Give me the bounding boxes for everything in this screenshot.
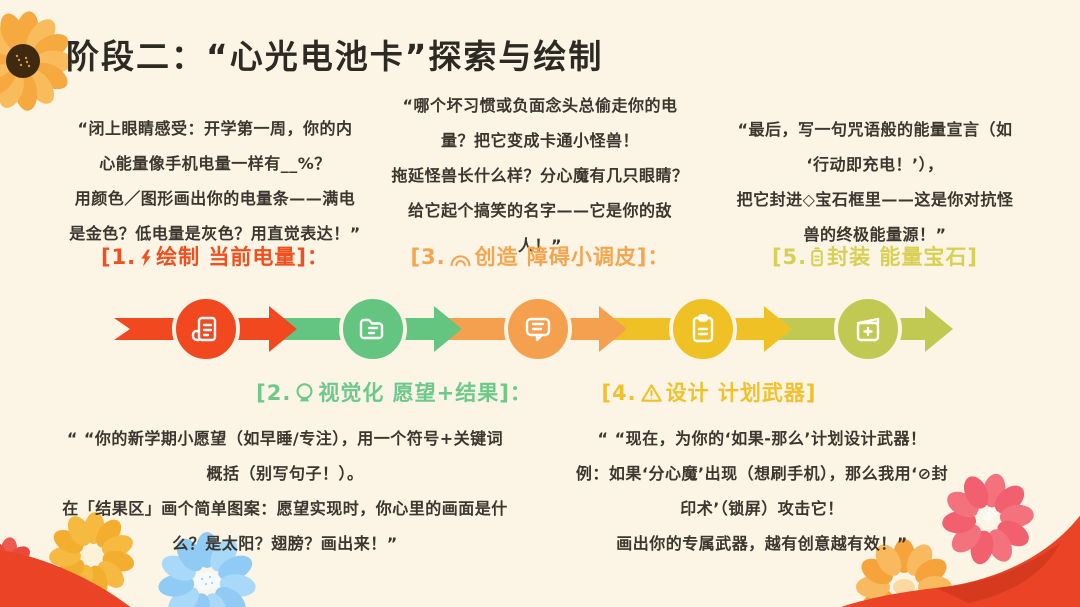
- step-5-label-text: 封装 能量宝石]: [827, 245, 979, 269]
- clipboard-icon: [692, 314, 714, 343]
- step-4-label-prefix: [4.: [601, 381, 637, 405]
- warning-icon: [640, 384, 662, 402]
- crystal-ball-icon: [296, 383, 313, 402]
- step-4-label: [4. 设计 计划武器]: [556, 377, 862, 407]
- step-1-description: “闭上眼睛感受：开学第一周，你的内 心能量像手机电量一样有__%？ 用颜色／图形…: [69, 119, 361, 243]
- rainbow-icon: [450, 255, 471, 267]
- process-flow: [114, 295, 953, 363]
- flower: [0, 11, 73, 111]
- chat-bubble-icon: [525, 317, 551, 342]
- step-4-description: “ “现在，为你的‘如果-那么’计划设计武器！ 例：如果‘分心魔’出现（想刷手机…: [575, 429, 949, 553]
- step-2-label-prefix: [2.: [256, 381, 292, 405]
- page-title: 阶段二：“心光电池卡”探索与绘制: [66, 37, 604, 76]
- step-5-description: “最后，写一句咒语般的能量宣言（如 ‘行动即充电！’）， 把它封进◇宝石框里——…: [736, 120, 1014, 244]
- sunflower-decoration: [0, 11, 73, 111]
- journal-icon: [191, 316, 217, 342]
- step-3-label: [3. 创造 障碍小调皮]：: [362, 241, 718, 271]
- step-1-label-text: 绘制 当前电量]：: [156, 245, 330, 269]
- step-3-label-prefix: [3.: [410, 245, 446, 269]
- card-plus-icon: [856, 317, 880, 342]
- step-5-label: [5. 封装 能量宝石]: [714, 241, 1036, 271]
- lightning-icon: [141, 249, 151, 267]
- step-2-description: “ “你的新学期小愿望（如早睡/专注），用一个符号+关键词 概括（别写句子！）。…: [62, 429, 508, 553]
- step-1-label: [1. 绘制 当前电量]：: [44, 241, 386, 271]
- step-1-label-prefix: [1.: [100, 245, 137, 269]
- flower: [0, 537, 34, 593]
- step-2-label-text: 视觉化 愿望+结果]：: [318, 381, 532, 405]
- folder-icon: [359, 318, 384, 340]
- step-5-label-prefix: [5.: [771, 245, 808, 269]
- step-3-label-text: 创造 障碍小调皮]：: [474, 245, 670, 269]
- battery-icon: [811, 247, 823, 267]
- step-4-label-text: 设计 计划武器]: [665, 381, 817, 405]
- step-2-label: [2. 视觉化 愿望+结果]：: [196, 377, 592, 407]
- step-3-description: “哪个坏习惯或负面念头总偷走你的电 量？把它变成卡通小怪兽！ 拖延怪兽长什么样？…: [391, 96, 689, 255]
